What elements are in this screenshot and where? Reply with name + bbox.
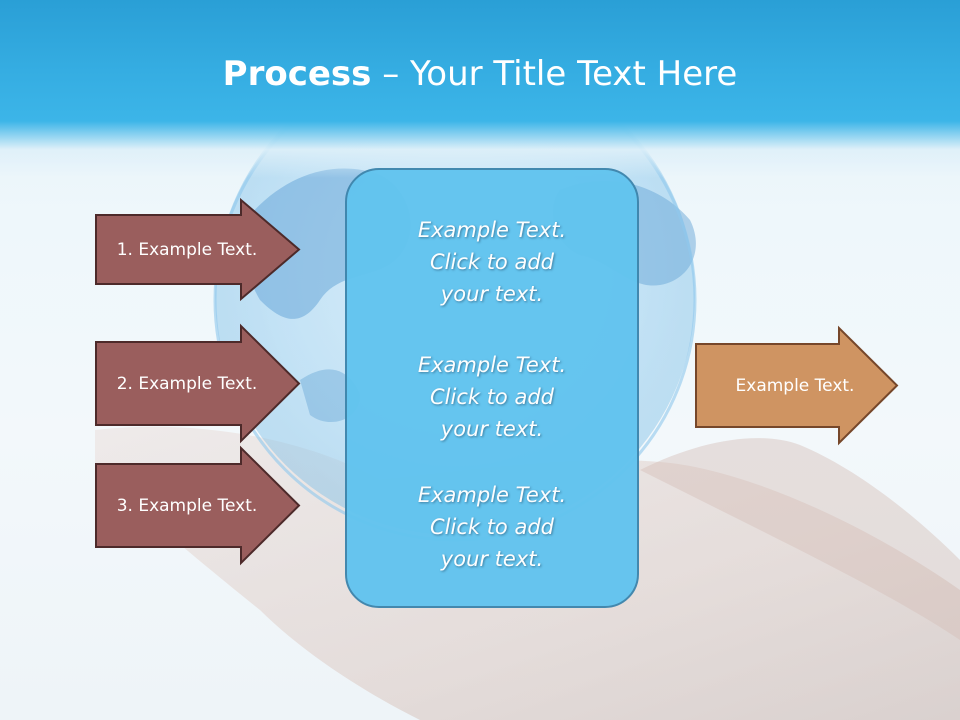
center-line: your text. (440, 417, 544, 441)
center-line: Example Text. (417, 218, 567, 242)
arrow-label: Example Text. (735, 375, 855, 396)
center-text-box[interactable]: Example Text. Click to add your text. Ex… (345, 168, 639, 608)
center-line: Click to add (429, 385, 554, 409)
right-arrow-icon (95, 197, 301, 302)
center-text-block-2: Example Text. Click to add your text. (347, 349, 637, 445)
arrow-label: 1. Example Text. (116, 239, 258, 260)
title-rest: Your Title Text Here (410, 54, 738, 94)
center-line: your text. (440, 547, 544, 571)
left-arrow-1[interactable]: 1. Example Text. (95, 197, 301, 302)
right-arrow-icon (695, 325, 899, 446)
center-text-block-1: Example Text. Click to add your text. (347, 214, 637, 310)
center-line: Click to add (429, 250, 554, 274)
slide-title[interactable]: Process – Your Title Text Here (0, 50, 960, 98)
center-line: Example Text. (417, 353, 567, 377)
title-band (0, 0, 960, 178)
right-arrow-output[interactable]: Example Text. (695, 325, 899, 446)
title-bold: Process (222, 54, 372, 94)
left-arrow-2[interactable]: 2. Example Text. (95, 323, 301, 444)
arrow-label: 3. Example Text. (116, 495, 258, 516)
center-line: your text. (440, 282, 544, 306)
right-arrow-icon (95, 323, 301, 444)
center-line: Click to add (429, 515, 554, 539)
title-dash: – (371, 54, 411, 94)
arrow-label: 2. Example Text. (116, 373, 258, 394)
center-line: Example Text. (417, 483, 567, 507)
center-text-block-3: Example Text. Click to add your text. (347, 479, 637, 575)
left-arrow-3[interactable]: 3. Example Text. (95, 445, 301, 566)
right-arrow-icon (95, 445, 301, 566)
